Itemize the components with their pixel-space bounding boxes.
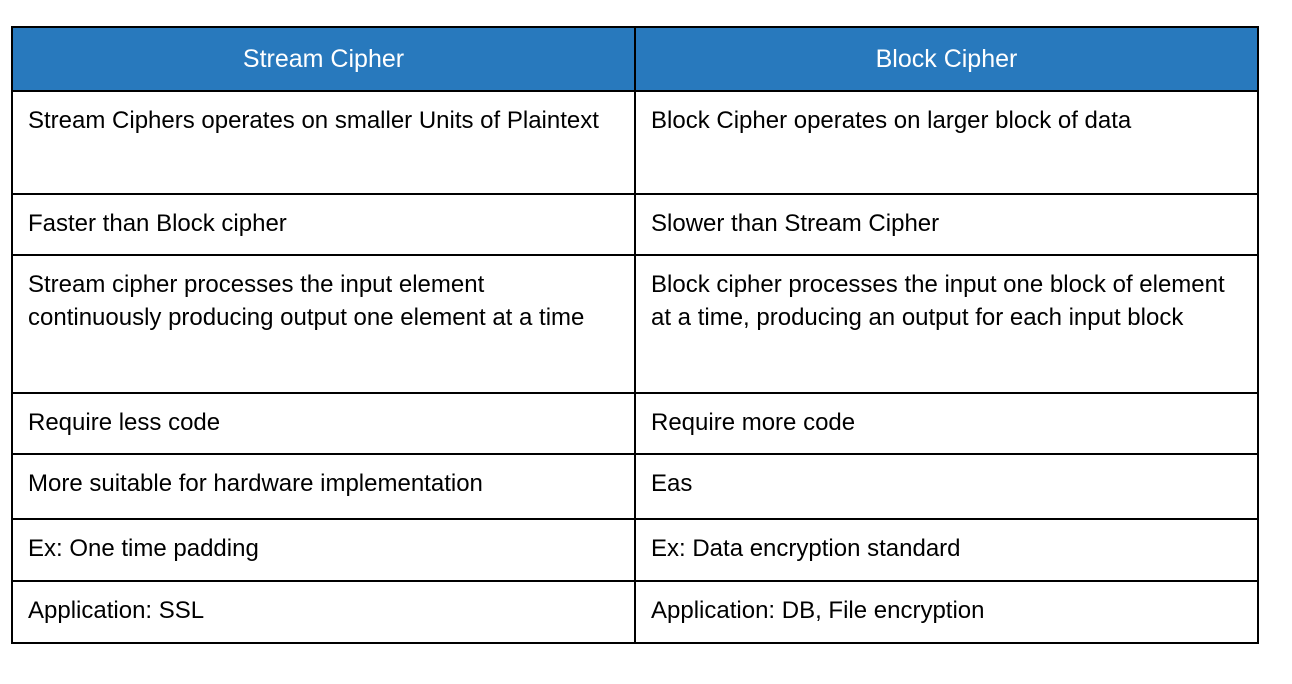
cell-block-processing: Block cipher processes the input one blo… [634,254,1259,394]
cell-block-speed: Slower than Stream Cipher [634,193,1259,256]
cell-stream-processing: Stream cipher processes the input elemen… [11,254,636,394]
cell-block-example: Ex: Data encryption standard [634,518,1259,582]
cell-block-units: Block Cipher operates on larger block of… [634,90,1259,195]
cell-stream-example: Ex: One time padding [11,518,636,582]
cell-stream-units: Stream Ciphers operates on smaller Units… [11,90,636,195]
cell-block-code: Require more code [634,392,1259,455]
cell-stream-code: Require less code [11,392,636,455]
table-row: Application: SSL Application: DB, File e… [11,580,1259,644]
cell-stream-hardware: More suitable for hardware implementatio… [11,453,636,520]
cell-stream-application: Application: SSL [11,580,636,644]
table-header-row: Stream Cipher Block Cipher [11,26,1259,92]
table-row: Stream cipher processes the input elemen… [11,254,1259,394]
header-cell-stream-cipher: Stream Cipher [11,26,636,92]
table-row: Faster than Block cipher Slower than Str… [11,193,1259,256]
cell-block-hardware: Eas [634,453,1259,520]
cell-stream-speed: Faster than Block cipher [11,193,636,256]
cell-block-application: Application: DB, File encryption [634,580,1259,644]
table-row: Stream Ciphers operates on smaller Units… [11,90,1259,195]
table-row: More suitable for hardware implementatio… [11,453,1259,520]
table-row: Ex: One time padding Ex: Data encryption… [11,518,1259,582]
cipher-comparison-table: Stream Cipher Block Cipher Stream Cipher… [11,26,1259,644]
header-cell-block-cipher: Block Cipher [634,26,1259,92]
table-row: Require less code Require more code [11,392,1259,455]
